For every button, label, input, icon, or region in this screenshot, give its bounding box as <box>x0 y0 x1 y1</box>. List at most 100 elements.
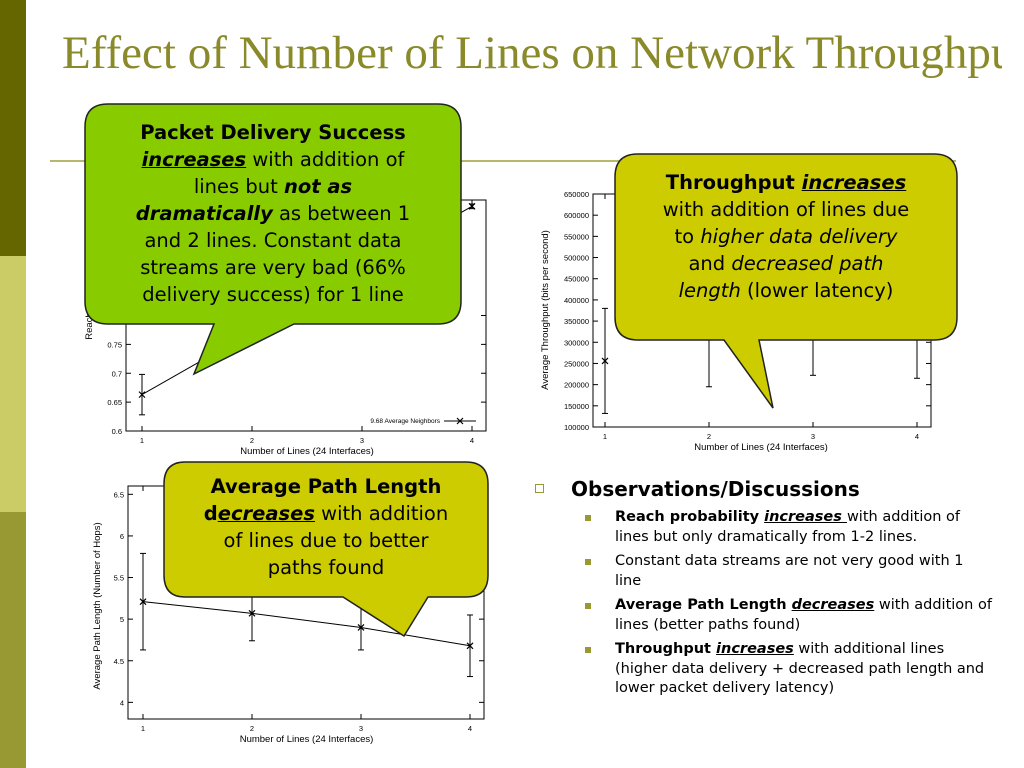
callout-throughput-line1: Throughput <box>665 171 802 194</box>
list-item: Reach probability increases with additio… <box>533 508 993 547</box>
square-bullet-icon <box>585 603 591 609</box>
obs-item-text: with addition of lines (better paths fou… <box>615 597 992 633</box>
y-axis-label: Average Throughput (bits per second) <box>540 230 551 390</box>
title-divider <box>50 160 956 162</box>
callout-throughput-line4: and <box>688 252 732 275</box>
y-tick-label: 650000 <box>564 190 589 199</box>
callout-path-line2: with addition <box>314 502 449 525</box>
x-axis-label: Number of Lines (24 Interfaces) <box>240 734 374 745</box>
x-tick-label: 2 <box>250 724 254 733</box>
callout-throughput-emph3: decreased path <box>731 252 884 275</box>
data-point <box>248 609 256 617</box>
data-point <box>357 624 365 631</box>
y-tick-label: 300000 <box>564 338 589 347</box>
data-point <box>138 391 146 399</box>
obs-item-emph: increases <box>716 641 794 657</box>
callout-delivery-line7: delivery success) for 1 line <box>142 283 404 306</box>
callout-path-length: Average Path Length decreases with addit… <box>163 461 489 638</box>
y-tick-label: 550000 <box>564 232 589 241</box>
callout-delivery-line6: streams are very bad (66% <box>140 256 406 279</box>
y-tick-label: 5.5 <box>114 574 124 583</box>
y-tick-label: 4.5 <box>114 657 124 666</box>
data-point <box>139 598 147 606</box>
callout-path-emph1a: d <box>203 502 218 525</box>
y-tick-label: 6.5 <box>114 490 124 499</box>
y-tick-label: 4 <box>120 698 124 707</box>
list-item: Average Path Length decreases with addit… <box>533 596 993 635</box>
y-tick-label: 500000 <box>564 254 589 263</box>
data-point <box>601 357 609 365</box>
y-tick-label: 0.65 <box>107 398 122 407</box>
x-axis-label: Number of Lines (24 Interfaces) <box>240 446 374 457</box>
y-tick-label: 600000 <box>564 211 589 220</box>
obs-item-text: with addition of lines but only dramatic… <box>615 509 961 545</box>
square-bullet-icon <box>585 559 591 565</box>
observations-heading-row: Observations/Discussions <box>533 476 993 502</box>
obs-item-lead: Reach probability <box>615 509 765 525</box>
accent-bar-mid <box>0 512 26 768</box>
x-axis-label: Number of Lines (24 Interfaces) <box>694 442 828 453</box>
callout-throughput-emph1: increases <box>801 171 907 194</box>
callout-throughput-emph2: higher data delivery <box>700 225 898 248</box>
y-tick-label: 0.75 <box>107 340 122 349</box>
callout-throughput-line2: with addition of lines due <box>662 198 910 221</box>
y-axis-label: Reach Pr <box>84 300 95 340</box>
y-tick-label: 0.6 <box>112 427 122 436</box>
x-tick-label: 4 <box>915 432 919 441</box>
y-tick-label: 150000 <box>564 402 589 411</box>
y-tick-label: 250000 <box>564 359 589 368</box>
callout-path-line1: Average Path Length <box>210 475 442 498</box>
callout-throughput-line5: (lower latency) <box>740 279 894 302</box>
callout-throughput-line3: to <box>674 225 701 248</box>
callout-delivery-line4: as between 1 <box>272 202 411 225</box>
y-tick-label: 0.7 <box>112 369 122 378</box>
x-tick-label: 3 <box>360 436 364 445</box>
x-tick-label: 3 <box>811 432 815 441</box>
y-axis-label: Average Path Length (Number of Hops) <box>92 522 103 689</box>
callout-path-length-shape <box>163 461 489 638</box>
observations-list: Reach probability increases with additio… <box>533 508 993 699</box>
slide-title: Effect of Number of Lines on Network Thr… <box>62 27 1002 79</box>
obs-item-emph: increases <box>764 509 847 525</box>
callout-path-emph1b: ecreases <box>217 502 315 525</box>
y-tick-label: 450000 <box>564 275 589 284</box>
y-tick-label: 6 <box>120 532 124 541</box>
callout-delivery-emph2: not as <box>283 175 353 198</box>
series-line <box>142 601 471 647</box>
x-tick-label: 2 <box>707 432 711 441</box>
accent-bar-dark <box>0 0 26 256</box>
callout-delivery-line2: with addition of <box>246 148 405 171</box>
y-tick-label: 200000 <box>564 381 589 390</box>
square-bullet-icon <box>585 647 591 653</box>
hollow-square-bullet-icon <box>535 484 544 493</box>
y-tick-label: 100000 <box>564 423 589 432</box>
observations-heading: Observations/Discussions <box>571 477 860 501</box>
callout-throughput-emph4: length <box>678 279 741 302</box>
callout-delivery-success: Packet Delivery Success increases with a… <box>84 103 462 376</box>
obs-item-lead: Average Path Length <box>615 597 792 613</box>
obs-item-lead: Throughput <box>615 641 717 657</box>
y-tick-label: 5 <box>120 615 124 624</box>
list-item: Throughput increases with additional lin… <box>533 640 993 699</box>
callout-delivery-line5: and 2 lines. Constant data <box>144 229 402 252</box>
x-tick-label: 1 <box>141 724 145 733</box>
callout-delivery-emph3: dramatically <box>135 202 273 225</box>
callout-path-line3: of lines due to better <box>223 529 429 552</box>
obs-item-emph: decreases <box>791 597 875 613</box>
accent-bar-light <box>0 256 26 512</box>
callout-delivery-line3: lines but <box>193 175 284 198</box>
callout-delivery-emph1: increases <box>141 148 247 171</box>
legend-marker <box>456 417 464 425</box>
callout-throughput-shape <box>614 153 958 409</box>
x-tick-label: 4 <box>468 724 472 733</box>
callout-delivery-shape <box>84 103 462 376</box>
x-tick-label: 1 <box>140 436 144 445</box>
x-tick-label: 2 <box>250 436 254 445</box>
x-tick-label: 1 <box>603 432 607 441</box>
data-point <box>466 642 474 650</box>
callout-throughput: Throughput increases with addition of li… <box>614 153 958 410</box>
obs-item-text: Constant data streams are not very good … <box>615 553 964 589</box>
x-tick-label: 3 <box>359 724 363 733</box>
obs-item-text: with additional lines (higher data deliv… <box>615 641 985 696</box>
data-point <box>468 202 476 210</box>
